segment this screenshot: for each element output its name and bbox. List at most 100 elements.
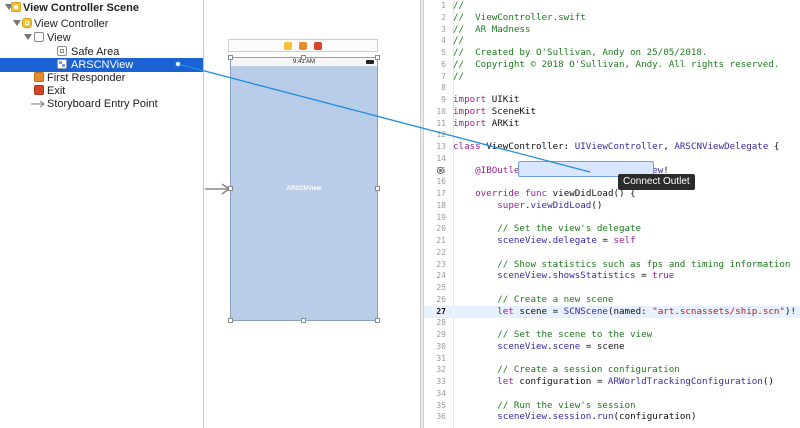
safe-area-icon — [57, 46, 67, 56]
outline-item-view-controller[interactable]: View Controller — [0, 17, 203, 31]
line-number: 9 — [441, 95, 446, 104]
resize-handle[interactable] — [301, 318, 306, 323]
code-line[interactable]: 20 // Set the view's delegate — [424, 223, 800, 235]
disclosure-triangle-icon[interactable] — [5, 4, 13, 10]
code-line[interactable]: 5// Created by O'Sullivan, Andy on 25/05… — [424, 47, 800, 59]
code-line[interactable]: 30 sceneView.scene = scene — [424, 341, 800, 353]
code-text: // — [453, 35, 464, 47]
code-line[interactable]: 7// — [424, 71, 800, 83]
code-line[interactable]: 36 sceneView.session.run(configuration) — [424, 411, 800, 423]
code-token: scene = — [513, 305, 564, 317]
code-text: // — [453, 0, 464, 12]
connect-outlet-tooltip: Connect Outlet — [618, 174, 695, 190]
code-line[interactable]: 8 — [424, 82, 800, 94]
code-line[interactable]: 35 // Run the view's session — [424, 400, 800, 412]
line-number: 33 — [436, 377, 446, 386]
arscnview-icon — [57, 59, 67, 69]
code-line[interactable]: 17 override func viewDidLoad() { — [424, 188, 800, 200]
code-line[interactable]: 6// Copyright © 2018 O'Sullivan, Andy. A… — [424, 59, 800, 71]
code-line[interactable]: 25 — [424, 282, 800, 294]
disclosure-triangle-icon[interactable] — [13, 20, 21, 26]
code-token: . — [547, 340, 553, 352]
outline-item-arscnview[interactable]: ARSCNView — [0, 58, 203, 72]
resize-handle[interactable] — [228, 55, 233, 60]
code-token: . — [547, 270, 553, 282]
code-text: // Set the view's delegate — [453, 223, 641, 235]
outline-item-label: ARSCNView — [71, 59, 134, 71]
code-line[interactable]: 22 — [424, 247, 800, 259]
code-line[interactable]: 31 — [424, 353, 800, 365]
code-text: import SceneKit — [453, 106, 536, 118]
code-line[interactable]: 32 // Create a session configuration — [424, 364, 800, 376]
code-token: configuration = — [513, 376, 608, 387]
code-token: sceneView — [497, 270, 548, 282]
resize-handle[interactable] — [228, 186, 233, 191]
code-token: () — [762, 376, 774, 387]
code-line[interactable]: 28 — [424, 317, 800, 329]
code-token: SceneKit — [486, 105, 536, 117]
code-line[interactable]: 18 super.viewDidLoad() — [424, 200, 800, 212]
outline-item-storyboard-entry-point[interactable]: Storyboard Entry Point — [0, 97, 203, 111]
view-controller-dock-icon[interactable] — [284, 42, 292, 50]
resize-handle[interactable] — [375, 318, 380, 323]
code-line[interactable]: 26 // Create a new scene — [424, 294, 800, 306]
code-token: class — [453, 141, 481, 152]
outline-item-exit[interactable]: Exit — [0, 84, 203, 98]
code-token: delegate — [552, 235, 597, 246]
exit-dock-icon[interactable] — [314, 42, 322, 50]
code-line[interactable]: 1 // — [424, 0, 800, 12]
code-line[interactable]: 27 let scene = SCNScene(named: "art.scna… — [424, 305, 800, 318]
outline-item-label: View — [47, 32, 71, 44]
code-token — [453, 165, 475, 176]
first-responder-dock-icon[interactable] — [299, 42, 307, 50]
code-token — [453, 200, 497, 211]
code-text: // Set the scene to the view — [453, 329, 652, 341]
code-line[interactable]: 33 let configuration = ARWorldTrackingCo… — [424, 376, 800, 388]
code-token — [453, 411, 497, 422]
resize-handle[interactable] — [375, 55, 380, 60]
code-token: )! — [784, 305, 797, 317]
outline-item-first-responder[interactable]: First Responder — [0, 71, 203, 85]
editor-split-divider[interactable] — [420, 0, 424, 428]
code-text: // Created by O'Sullivan, Andy on 25/05/… — [453, 47, 707, 59]
arscnview-scene-view[interactable]: 9:41 AM ARSCNView — [230, 57, 378, 321]
code-text: super.viewDidLoad() — [453, 200, 602, 212]
code-line[interactable]: 12 — [424, 129, 800, 141]
code-token: = — [635, 270, 653, 282]
code-token: ViewController: — [480, 141, 575, 152]
code-line[interactable]: 3// AR Madness — [424, 24, 800, 36]
code-line[interactable]: 21 sceneView.delegate = self — [424, 235, 800, 247]
code-line[interactable]: 24 sceneView.showsStatistics = true — [424, 270, 800, 282]
resize-handle[interactable] — [301, 55, 306, 60]
code-text: // AR Madness — [453, 24, 530, 36]
code-line[interactable]: 4// — [424, 35, 800, 47]
code-line[interactable]: 34 — [424, 388, 800, 400]
code-token: ARKit — [486, 117, 520, 129]
code-token: import — [453, 117, 487, 129]
outline-item-label: View Controller Scene — [23, 2, 139, 14]
code-line[interactable]: 23 // Show statistics such as fps and ti… — [424, 259, 800, 271]
outline-item-scene[interactable]: View Controller Scene — [0, 1, 203, 15]
code-token: () — [591, 199, 603, 211]
code-line[interactable]: 29 // Set the scene to the view — [424, 329, 800, 341]
line-number: 24 — [436, 271, 446, 281]
code-line[interactable]: 2// ViewController.swift — [424, 12, 800, 24]
line-number: 1 — [441, 1, 446, 10]
code-token: // Create a session configuration — [453, 364, 680, 376]
code-line[interactable]: 16 — [424, 176, 800, 188]
outline-item-safe-area[interactable]: Safe Area — [0, 45, 203, 59]
code-token: let — [497, 305, 514, 317]
disclosure-triangle-icon[interactable] — [24, 34, 32, 40]
code-text: class ViewController: UIViewController, … — [453, 141, 779, 153]
resize-handle[interactable] — [228, 318, 233, 323]
outlet-circle-icon[interactable] — [437, 167, 444, 174]
resize-handle[interactable] — [375, 186, 380, 191]
status-bar: 9:41 AM — [231, 58, 377, 66]
outline-item-view[interactable]: View — [0, 31, 203, 45]
code-line[interactable]: 19 — [424, 212, 800, 224]
